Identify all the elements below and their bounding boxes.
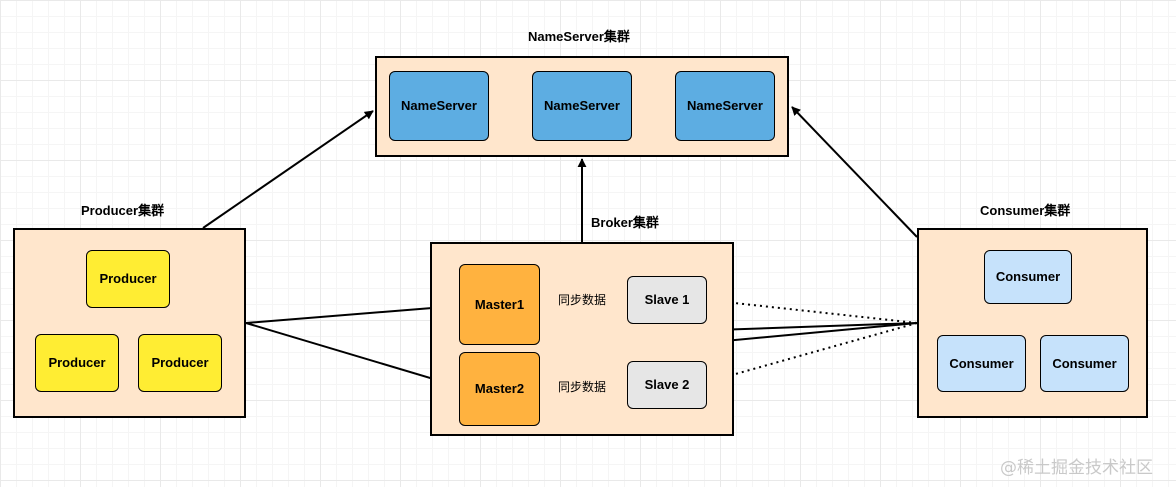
consumer-node-2: Consumer xyxy=(937,335,1026,392)
arrow-producer-to-nameserver xyxy=(202,110,374,229)
sync-label-2: 同步数据 xyxy=(557,378,608,395)
producer-node-3: Producer xyxy=(138,334,222,392)
arrow-consumer-to-slave1 xyxy=(706,296,918,324)
arrow-producer-to-master2 xyxy=(245,322,458,388)
master2-node: Master2 xyxy=(459,352,540,426)
producer-node-1: Producer xyxy=(86,250,170,308)
slave2-node: Slave 2 xyxy=(627,361,707,409)
arrow-producer-to-master1 xyxy=(245,302,458,324)
producer-cluster-title: Producer集群 xyxy=(81,203,165,218)
consumer-node-3: Consumer xyxy=(1040,335,1129,392)
slave1-node: Slave 1 xyxy=(627,276,707,324)
broker-cluster-title: Broker集群 xyxy=(591,215,659,230)
producer-node-2: Producer xyxy=(35,334,119,392)
nameserver-node-2: NameServer xyxy=(532,71,632,141)
arrow-consumer-to-slave2 xyxy=(706,322,918,385)
nameserver-cluster-title: NameServer集群 xyxy=(528,29,630,44)
master1-node: Master1 xyxy=(459,264,540,345)
nameserver-node-3: NameServer xyxy=(675,71,775,141)
arrow-consumer-to-nameserver xyxy=(791,106,918,238)
nameserver-node-1: NameServer xyxy=(389,71,489,141)
consumer-node-1: Consumer xyxy=(984,250,1072,304)
sync-label-1: 同步数据 xyxy=(557,291,608,308)
consumer-cluster-title: Consumer集群 xyxy=(980,203,1071,218)
watermark: @稀土掘金技术社区 xyxy=(1000,458,1153,478)
